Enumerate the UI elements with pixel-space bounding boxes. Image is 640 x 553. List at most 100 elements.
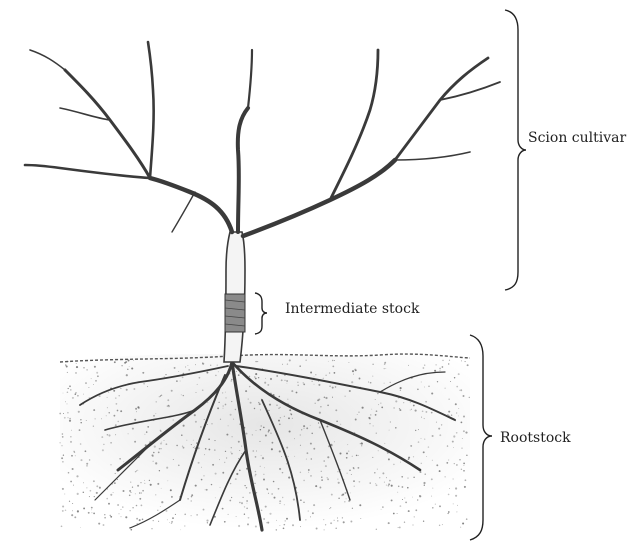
soil-dot (115, 473, 116, 474)
soil-dot (103, 524, 105, 526)
soil-dot (72, 468, 74, 470)
soil-dot (376, 529, 377, 530)
intermediate-bracket (255, 293, 267, 334)
soil-dot (318, 384, 320, 386)
soil-dot (374, 472, 376, 474)
soil-dot (153, 415, 155, 417)
soil-dot (300, 445, 301, 446)
soil-dot (118, 395, 119, 396)
soil-dot (325, 397, 327, 399)
soil-dot (139, 492, 141, 494)
rootstock-label: Rootstock (500, 430, 571, 446)
soil-dot (400, 462, 401, 463)
soil-dot (178, 465, 180, 467)
soil-dot (455, 495, 457, 497)
soil-dot (376, 484, 378, 486)
soil-dot (461, 422, 463, 424)
soil-dot (334, 441, 335, 442)
soil-dot (360, 443, 361, 444)
soil-dot (413, 525, 414, 526)
soil-dot (239, 450, 240, 451)
soil-dot (160, 506, 161, 507)
soil-dot (136, 411, 137, 412)
soil-dot (439, 368, 441, 370)
soil-dot (166, 510, 168, 512)
soil-dot (428, 386, 430, 388)
soil-dot (407, 487, 409, 489)
soil-dot (421, 463, 422, 464)
soil-dot (258, 402, 259, 403)
soil-dot (118, 513, 119, 514)
soil-dot (410, 402, 411, 403)
soil-dot (110, 464, 111, 465)
soil-dot (378, 450, 379, 451)
soil-dot (94, 496, 95, 497)
soil-dot (67, 412, 69, 414)
soil-dot (249, 492, 250, 493)
soil-dot (98, 523, 100, 525)
soil-dot (65, 401, 66, 402)
soil-dot (136, 470, 137, 471)
soil-dot (218, 371, 219, 372)
soil-dot (279, 396, 281, 398)
soil-dot (230, 483, 231, 484)
soil-dot (209, 449, 211, 451)
soil-dot (144, 434, 145, 435)
soil-dot (159, 470, 160, 471)
soil-dot (182, 446, 183, 447)
soil-dot (381, 509, 382, 510)
soil-dot (77, 493, 79, 495)
soil-dot (195, 421, 197, 423)
soil-dot (386, 485, 387, 486)
soil-dot (204, 454, 205, 455)
soil-dot (226, 434, 228, 436)
soil-dot (297, 492, 298, 493)
soil-dot (347, 444, 348, 445)
soil-dot (435, 364, 436, 365)
soil-dot (193, 447, 194, 448)
soil-dot (337, 479, 338, 480)
soil-dot (308, 511, 309, 512)
soil-dot (388, 485, 389, 486)
soil-dot (463, 470, 465, 472)
soil-dot (241, 453, 242, 454)
soil-dot (448, 511, 450, 513)
soil-dot (259, 441, 260, 442)
soil-dot (324, 529, 325, 530)
soil-dot (77, 395, 79, 397)
soil-dot (75, 372, 76, 373)
soil-dot (345, 396, 346, 397)
soil-dot (338, 497, 340, 499)
soil-dot (155, 413, 156, 414)
soil-dot (463, 415, 465, 417)
soil-dot (183, 447, 185, 449)
soil-dot (319, 487, 321, 489)
soil-dot (68, 388, 69, 389)
soil-dot (261, 425, 262, 426)
soil-dot (334, 372, 336, 374)
soil-dot (181, 434, 183, 436)
soil-dot (93, 409, 95, 411)
soil-dot (255, 378, 257, 380)
soil-dot (436, 422, 437, 423)
soil-dot (255, 474, 257, 476)
soil-dot (80, 422, 81, 423)
soil-dot (358, 455, 359, 456)
soil-dot (164, 440, 165, 441)
soil-dot (303, 382, 304, 383)
soil-dot (241, 502, 243, 504)
soil-dot (421, 417, 422, 418)
soil-dot (224, 462, 225, 463)
soil-dot (267, 522, 269, 524)
soil-dot (134, 441, 136, 443)
soil-dot (370, 482, 371, 483)
soil-dot (182, 376, 184, 378)
soil-dot (335, 528, 337, 530)
soil-dot (276, 405, 277, 406)
soil-dot (260, 409, 261, 410)
soil-dot (263, 427, 265, 429)
soil-dot (91, 509, 92, 510)
soil-dot (126, 374, 128, 376)
soil-dot (359, 481, 361, 483)
